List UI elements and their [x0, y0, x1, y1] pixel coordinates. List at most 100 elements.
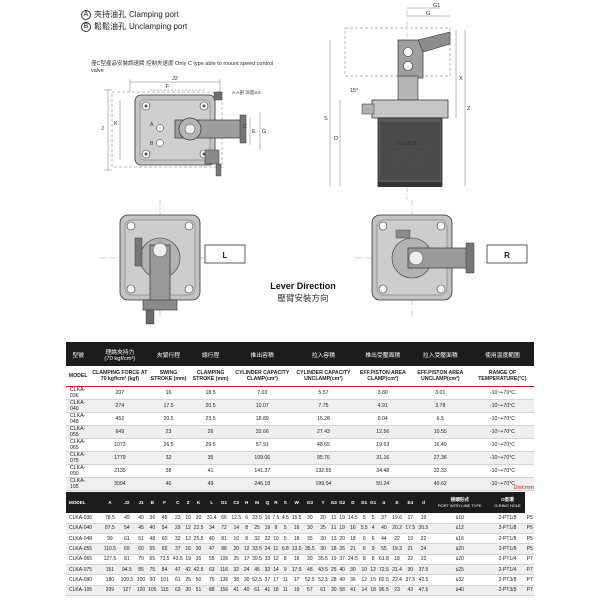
dimension-cell: 2-PT1/8 [489, 533, 526, 545]
dimension-cell: 8 [242, 523, 251, 535]
dimension-cell: 11 [329, 523, 338, 535]
dimension-cell: 14 [271, 564, 281, 576]
dimension-cell: 34 [205, 523, 219, 535]
dim-d-label: D [334, 136, 338, 142]
spec-cell: 7.75 [290, 399, 356, 413]
spec-header-en-1: CLAMPING FORCE AT 70 kgf/cm² (kgf) [90, 366, 150, 387]
dimension-cell: 22 [263, 533, 272, 545]
dimension-cell: 75 [205, 574, 219, 586]
dimension-cell: 36 [146, 513, 158, 524]
dimension-model-cell: CLKA-090 [66, 574, 102, 586]
dimension-cell: ù12 [430, 523, 490, 535]
spec-cell: 15.28 [290, 412, 356, 426]
dimension-cell: 30 [329, 585, 338, 596]
spec-cell: 41 [187, 464, 234, 478]
unclamping-port-zh: 鬆鬆油孔 [94, 22, 126, 31]
dimension-header-6: C [171, 492, 185, 513]
dimension-cell: 48 [303, 564, 317, 576]
spec-cell: 20.5 [187, 399, 234, 413]
dim-c-label: C [243, 124, 247, 130]
dimension-cell: 37 [263, 574, 272, 586]
spec-cell: 29.5 [187, 438, 234, 452]
dimension-cell: 24 [242, 564, 251, 576]
dimension-cell: 12 [242, 543, 251, 555]
dimension-cell: 23 [171, 513, 185, 524]
dimension-cell: 55 [377, 543, 391, 555]
dimension-cell: 36 [346, 574, 360, 586]
spec-cell: 207 [90, 386, 150, 400]
dimension-cell: 21 [403, 543, 417, 555]
dimension-cell: 209 [101, 585, 119, 596]
spec-header-en-8: RANGE OF TEMPERATURE(°C) [470, 366, 534, 387]
dimension-cell: 105 [146, 585, 158, 596]
dimension-model-cell: CLKA-048 [66, 533, 102, 545]
dimension-header-28: d [416, 492, 431, 513]
dimension-cell: 26 [337, 543, 347, 555]
dimension-cell: 21.4 [390, 564, 404, 576]
c-type-note-en: Only C type able to mount speed control … [91, 61, 274, 74]
dimension-cell: 22 [390, 533, 404, 545]
specification-table: 型號理論夾持力(70 kgf/cm²)夾緊行程總行程推出容積拉入容積推出受壓面積… [66, 342, 534, 491]
dimension-cell: 30 [316, 543, 330, 555]
dimension-cell: 109.5 [118, 574, 136, 586]
dimension-cell: 25 [184, 574, 192, 586]
dimension-cell: 19 [184, 554, 192, 565]
dimension-cell: 10 [271, 533, 281, 545]
spec-cell: 3.01 [409, 386, 471, 400]
dimension-cell: 19 [416, 513, 431, 524]
spec-model-cell: CLKA-105 [66, 477, 91, 491]
section-label: A-A剖 深度ø.5 [232, 89, 261, 96]
spec-header-zh-1: 理論夾持力(70 kgf/cm²) [90, 342, 150, 366]
dimension-cell: 96.5 [377, 585, 391, 596]
dimension-cell: 11 [280, 585, 291, 596]
dimension-cell: 49 [337, 574, 347, 586]
dimension-cell: 29 [171, 523, 185, 535]
spec-cell: 274 [90, 399, 150, 413]
dimension-model-cell: CLKA-040 [66, 523, 102, 535]
dimension-cell: 120 [135, 585, 147, 596]
unclamping-port-en: Unclamping port [129, 22, 188, 31]
dimension-cell: 12 [184, 533, 192, 545]
dimension-cell: 84 [157, 564, 172, 576]
spec-cell: 32.66 [233, 425, 291, 439]
dimension-cell: 40 [205, 533, 219, 545]
spec-header-en-7: EFF.PISTON AREA UNCLAMP(cm²) [409, 366, 471, 387]
spec-header-en-0: MODEL [66, 366, 91, 387]
dimension-model-cell: CLKA-036 [66, 513, 102, 524]
dimension-cell: 50 [191, 574, 206, 586]
dimension-cell: 16 [229, 533, 243, 545]
spec-model-cell: CLKA-036 [66, 386, 91, 400]
dimension-cell: 25 [329, 564, 338, 576]
dimension-cell: 20 [316, 513, 330, 524]
dimension-cell: 12 [368, 564, 378, 576]
dimension-cell: 70 [135, 554, 147, 565]
spec-cell: 4.91 [355, 399, 410, 413]
lever-direction-zh: 壓臂安裝方向 [277, 293, 329, 303]
spec-cell: 649 [90, 425, 150, 439]
dimension-cell: 65 [157, 543, 172, 555]
dim-angle-label: 15° [350, 88, 358, 94]
dim-g1-label: G1 [433, 3, 440, 9]
dimension-cell: 58 [337, 585, 347, 596]
spec-cell: 32.33 [409, 464, 471, 478]
dimension-cell: 9 [271, 523, 281, 535]
dimension-cell: 55 [205, 554, 219, 565]
dimension-cell: 52.5 [316, 574, 330, 586]
dimension-cell: P5 [525, 543, 534, 555]
dimension-cell: 54 [118, 523, 136, 535]
dimension-cell: 25 [250, 523, 264, 535]
spec-cell: 46 [149, 477, 188, 491]
dimension-header-17: W [290, 492, 304, 513]
dimension-cell: 66 [218, 513, 230, 524]
r-direction-box: R [504, 251, 510, 260]
dimension-header-4: B [146, 492, 158, 513]
